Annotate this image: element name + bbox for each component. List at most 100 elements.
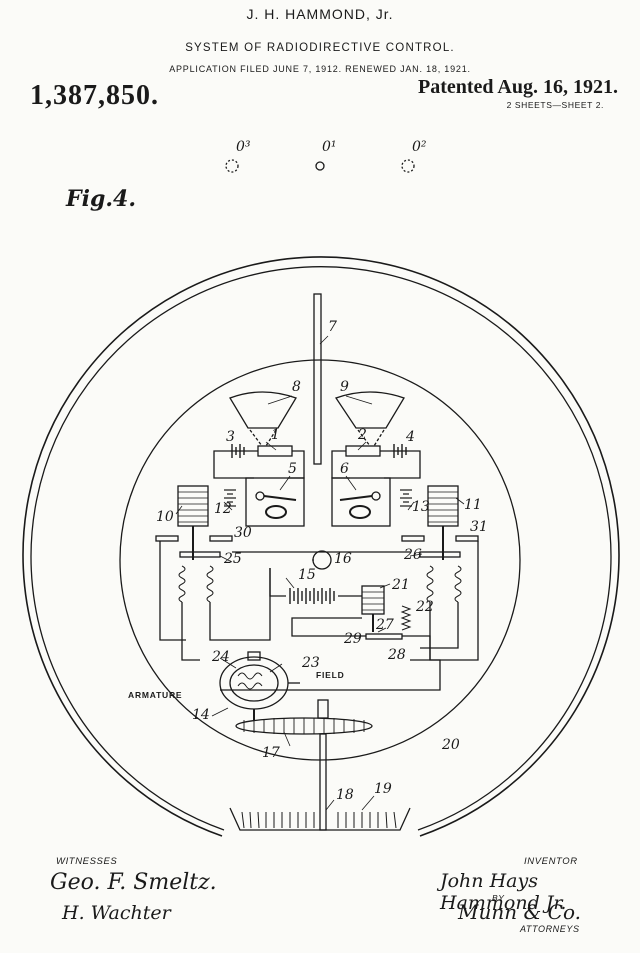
solenoid-10-windings: [178, 491, 208, 523]
coil-21-windings: [362, 591, 384, 611]
contact-bar-31: [455, 535, 479, 542]
figure-title: Fig.4.: [66, 186, 136, 212]
ref-numeral-12: 12: [214, 501, 232, 517]
ref-numeral-2: 2: [358, 427, 367, 443]
attorneys-signature: Munn & Co.: [458, 900, 581, 924]
ref-numeral-21: 21: [392, 577, 410, 593]
wire-contact-29: [291, 617, 366, 637]
ref-numeral-5: 5: [288, 461, 297, 477]
motor-armature-coils: [237, 672, 263, 690]
circuit-left-upper: [213, 450, 258, 479]
inventor-heading: INVENTOR: [524, 856, 578, 867]
attorneys-heading: ATTORNEYS: [520, 924, 580, 934]
battery-13: [400, 489, 412, 507]
mark-circle-2: [401, 159, 415, 173]
wire-right-outer: [410, 541, 479, 661]
ref-numeral-19: 19: [374, 781, 392, 797]
solenoid-11-windings: [428, 491, 458, 523]
armature-caption: ARMATURE: [128, 690, 183, 700]
ref-numeral-24: 24: [212, 649, 230, 665]
battery-12: [224, 489, 236, 507]
witness-signature-2: H. Wachter: [62, 902, 171, 924]
ref-numeral-4: 4: [406, 429, 415, 445]
battery-4: [393, 444, 407, 458]
spring-22: [400, 605, 412, 631]
mark-circle-1: [315, 161, 325, 171]
shaft-18: [319, 733, 327, 831]
lamp-9-beam: [357, 429, 385, 447]
relay-5-arm: [263, 495, 297, 501]
ref-numeral-17: 17: [262, 745, 280, 761]
spring-left: [178, 565, 214, 603]
field-caption: FIELD: [316, 670, 345, 680]
shaft-cap: [317, 699, 329, 719]
relay-box-6: [331, 477, 391, 527]
ref-numeral-15: 15: [298, 567, 316, 583]
gear-17-teeth: [243, 718, 365, 734]
application-line: APPLICATION FILED JUNE 7, 1912. RENEWED …: [169, 64, 471, 74]
ref-numeral-29: 29: [344, 631, 362, 647]
inventor-signature: John Hays Hammond Jr.: [440, 870, 567, 914]
lamp-9: [334, 391, 405, 429]
relay-6-arm: [339, 495, 373, 501]
contact-bar-27: [365, 633, 403, 640]
contact-bar-26: [419, 551, 461, 558]
by-label: BY: [492, 893, 505, 903]
patent-title: SYSTEM OF RADIODIRECTIVE CONTROL.: [185, 42, 455, 54]
wire-right-spring: [420, 602, 459, 649]
mark-label-1: 0¹: [322, 139, 337, 155]
sheet-info: 2 SHEETS—SHEET 2.: [506, 100, 604, 110]
ref-numeral-31: 31: [470, 519, 488, 535]
ref-numeral-14: 14: [192, 707, 210, 723]
cell-1: [257, 445, 293, 457]
ref-numeral-28: 28: [388, 647, 406, 663]
battery-3: [231, 444, 245, 458]
witness-signature-1: Geo. F. Smeltz.: [50, 870, 217, 895]
relay-5-magnet: [265, 505, 287, 519]
ref-numeral-10: 10: [156, 509, 174, 525]
ref-numeral-20: 20: [442, 737, 460, 753]
ref-numeral-25: 25: [224, 551, 242, 567]
circuit-right-upper: [380, 450, 421, 479]
contact-bar-25: [179, 551, 221, 558]
leader-lines: [175, 335, 465, 811]
outer-disc-inner-edge: [30, 266, 612, 831]
ref-numeral-13: 13: [412, 499, 430, 515]
lamp-8: [229, 391, 297, 429]
mark-label-3: 0³: [236, 139, 251, 155]
ref-numeral-30: 30: [234, 525, 252, 541]
patent-date: Patented Aug. 16, 1921.: [418, 76, 618, 98]
ref-numeral-18: 18: [336, 787, 354, 803]
mark-circle-3: [225, 159, 239, 173]
patent-number: 1,387,850.: [30, 80, 159, 111]
relay-5-pivot: [255, 491, 265, 501]
inventor-name: J. H. HAMMOND, Jr.: [246, 6, 394, 22]
spring-right: [426, 565, 462, 603]
ref-numeral-22: 22: [416, 599, 434, 615]
ref-numeral-6: 6: [340, 461, 349, 477]
ref-numeral-1: 1: [271, 427, 280, 443]
ref-numeral-23: 23: [302, 655, 320, 671]
relay-6-magnet: [349, 505, 371, 519]
rim-serrations: [241, 811, 397, 829]
contact-bar-left-inner-right: [401, 535, 425, 542]
rod-7: [313, 293, 322, 465]
ref-numeral-27: 27: [376, 617, 394, 633]
wire-left-spring-b: [209, 568, 271, 641]
cell-2: [345, 445, 381, 457]
wire-left-outer: [159, 541, 186, 641]
ref-numeral-16: 16: [334, 551, 352, 567]
ref-numeral-7: 7: [328, 319, 337, 335]
battery-15: [289, 588, 335, 604]
ref-numeral-3: 3: [226, 429, 235, 445]
motor-brush-top: [247, 651, 261, 661]
wire-left-spring-a: [181, 602, 200, 661]
ref-numeral-11: 11: [464, 497, 482, 513]
relay-6-pivot: [371, 491, 381, 501]
relay-box-5: [245, 477, 305, 527]
mark-label-2: 0²: [412, 139, 427, 155]
wire-to-battery-15: [269, 568, 286, 597]
outer-disc: [22, 256, 620, 837]
contact-bar-30: [209, 535, 233, 542]
